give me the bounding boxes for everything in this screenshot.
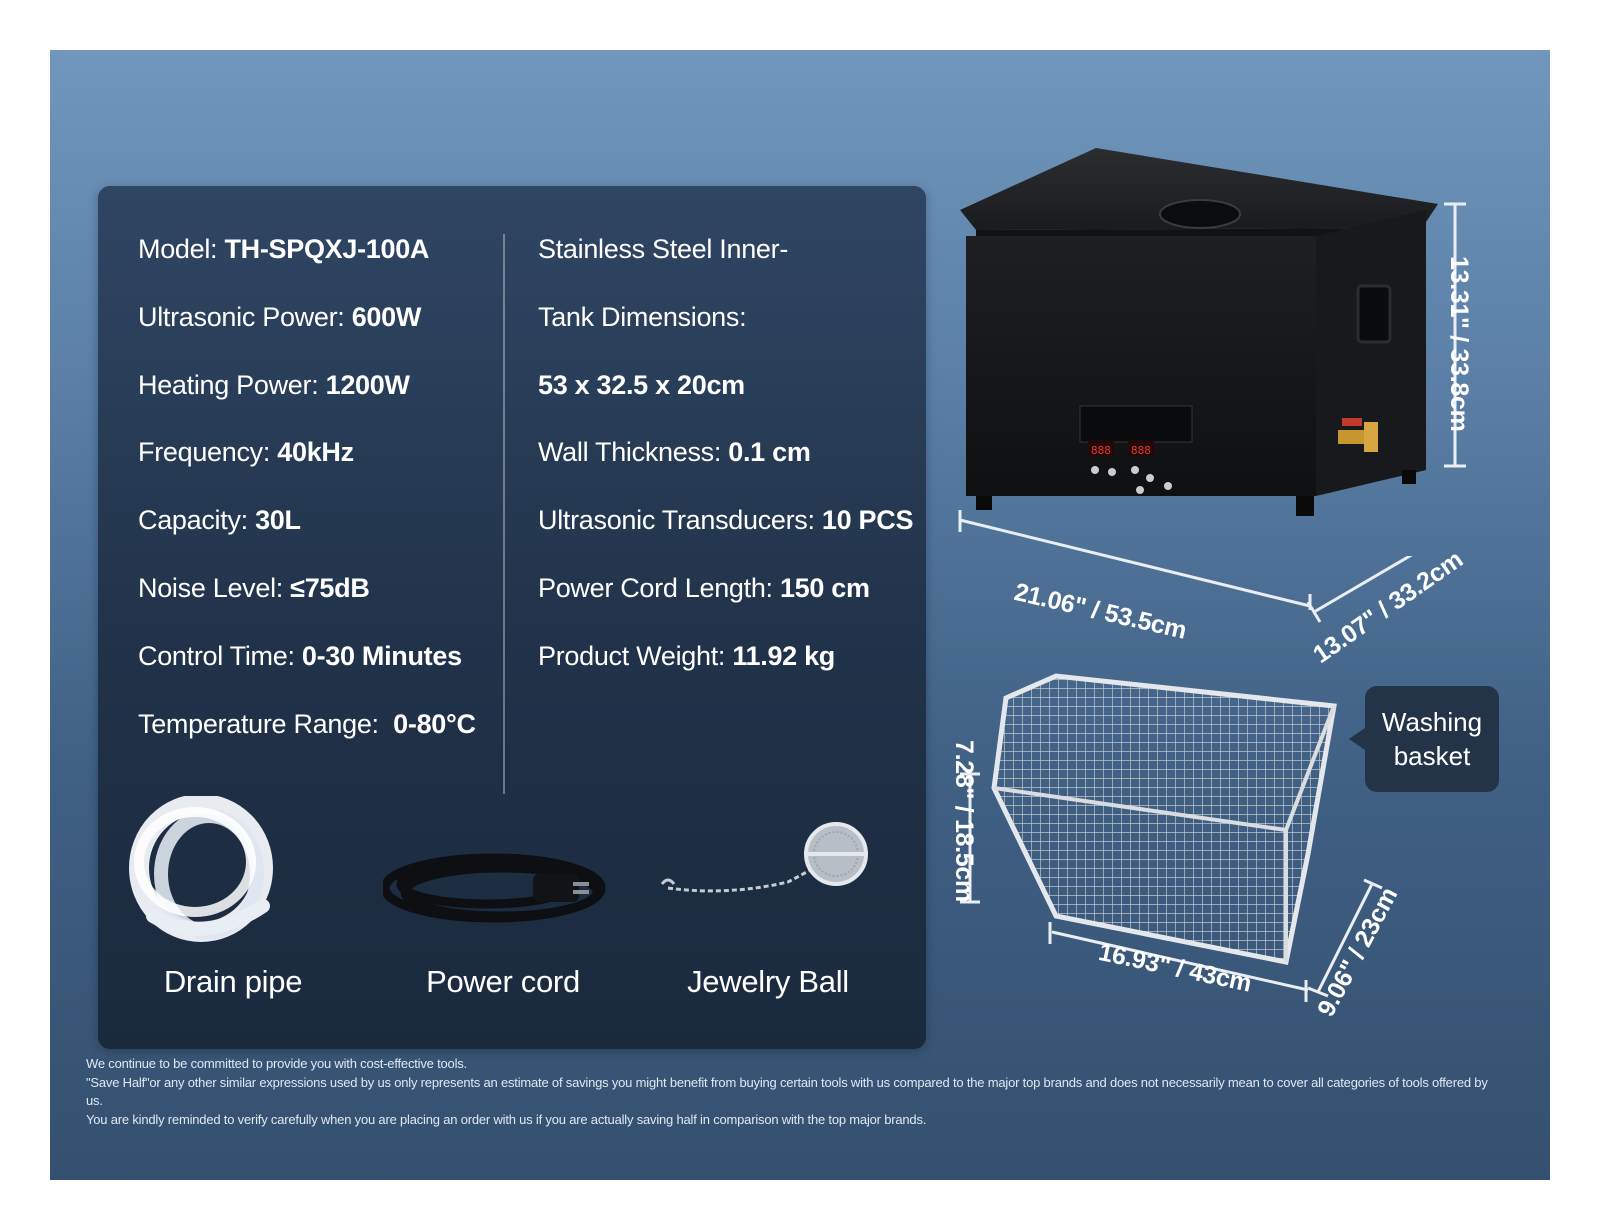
spec-row-inner-tank-title: Stainless Steel Inner- xyxy=(538,234,789,264)
washing-basket-callout: Washing basket xyxy=(1349,686,1499,792)
disclaimer-line: You are kindly reminded to verify carefu… xyxy=(86,1111,927,1127)
ultrasonic-cleaner-image: 888 888 xyxy=(958,148,1466,610)
accessory-jewelry-ball: Jewelry Ball xyxy=(648,796,888,1046)
accessory-label: Jewelry Ball xyxy=(687,964,849,999)
accessory-drain-pipe: Drain pipe xyxy=(113,796,353,1046)
spec-row-transducers: Ultrasonic Transducers: 10 PCS xyxy=(538,505,914,536)
power-cord-image xyxy=(383,853,606,923)
accessories-row: Drain pipe Power cord xyxy=(98,796,926,1046)
spec-row-control-time: Control Time: 0-30 Minutes xyxy=(138,640,462,671)
spec-row-wall-thickness: Wall Thickness: 0.1 cm xyxy=(538,437,811,468)
spec-panel: Model: TH-SPQXJ-100A Ultrasonic Power: 6… xyxy=(98,186,926,1049)
spec-row-tank-dimensions-value: 53 x 32.5 x 20cm xyxy=(538,369,745,400)
accessory-label: Power cord xyxy=(426,964,580,999)
washing-basket-image xyxy=(960,673,1383,1002)
tank-height-label: 13.31" / 33.8cm xyxy=(1445,256,1473,432)
spec-row-tank-dimensions-label: Tank Dimensions: xyxy=(538,301,747,332)
spec-row-temperature-range: Temperature Range: 0-80°C xyxy=(138,708,476,739)
basket-height-label: 7.28" / 18.5cm xyxy=(950,740,978,902)
spec-row-frequency: Frequency: 40kHz xyxy=(138,437,354,468)
drain-pipe-image xyxy=(129,796,273,942)
disclaimer-line: We continue to be committed to provide y… xyxy=(86,1056,467,1071)
spec-row-heating-power: Heating Power: 1200W xyxy=(138,369,410,400)
spec-row-model: Model: TH-SPQXJ-100A xyxy=(138,234,430,264)
disclaimer: We continue to be committed to provide y… xyxy=(86,1055,1506,1129)
spec-row-noise-level: Noise Level: ≤75dB xyxy=(138,572,370,603)
disclaimer-line: "Save Half"or any other similar expressi… xyxy=(86,1074,1488,1109)
product-poster: Model: TH-SPQXJ-100A Ultrasonic Power: 6… xyxy=(50,50,1550,1180)
jewelry-ball-image xyxy=(660,822,868,893)
spec-list-right: Stainless Steel Inner- Tank Dimensions: … xyxy=(538,234,913,709)
spec-row-product-weight: Product Weight: 11.92 kg xyxy=(538,640,835,671)
spec-divider xyxy=(503,234,505,794)
svg-text:888: 888 xyxy=(1131,444,1151,457)
spec-row-power-cord-length: Power Cord Length: 150 cm xyxy=(538,572,870,603)
accessory-power-cord: Power cord xyxy=(383,796,623,1046)
spec-list-left: Model: TH-SPQXJ-100A Ultrasonic Power: 6… xyxy=(138,234,476,776)
callout-line-1: Washing xyxy=(1381,707,1483,737)
svg-text:888: 888 xyxy=(1091,444,1111,457)
callout-line-2: basket xyxy=(1393,741,1471,771)
spec-row-capacity: Capacity: 30L xyxy=(138,505,301,536)
accessory-label: Drain pipe xyxy=(163,964,303,999)
tank-depth-line xyxy=(1306,556,1413,623)
spec-row-ultrasonic-power: Ultrasonic Power: 600W xyxy=(138,301,422,332)
